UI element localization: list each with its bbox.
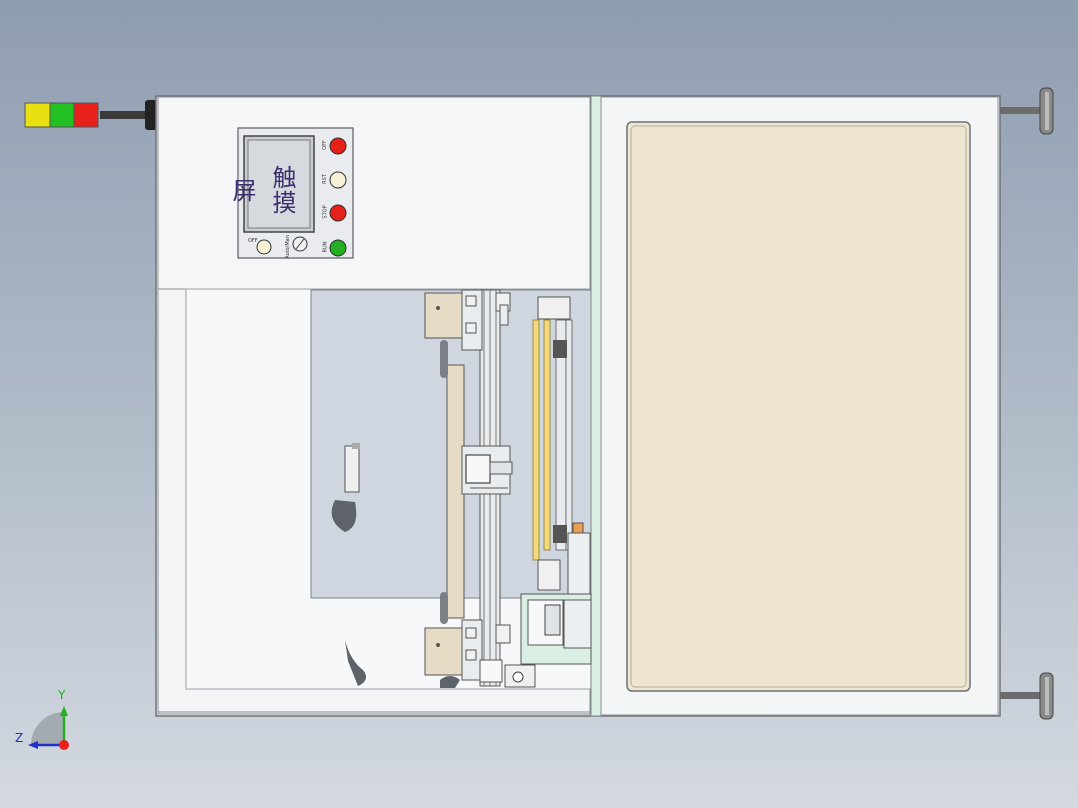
- signal-light-green: [49, 102, 75, 128]
- hmi-panel: [237, 127, 354, 259]
- panel-button-3: [329, 204, 347, 222]
- guard-glass-strip: [590, 95, 602, 717]
- door-window-panel: [626, 121, 971, 692]
- axis-z-label: Z: [15, 731, 24, 745]
- leveling-foot-top: [1000, 87, 1054, 135]
- coordinate-triad: [28, 706, 69, 750]
- knob-label: OFF: [248, 238, 258, 244]
- button-label-3: STOP: [322, 205, 329, 219]
- panel-button-4: [329, 239, 347, 257]
- guide-rods: [532, 296, 591, 599]
- leveling-foot-bottom: [1000, 672, 1054, 720]
- control-cabinet: [157, 96, 591, 290]
- panel-button-2: [329, 171, 347, 189]
- axis-y-label: Y: [58, 688, 66, 702]
- touch-screen-label: 触摸屏: [228, 165, 296, 215]
- motor-block: [504, 593, 592, 688]
- panel-button-1: [329, 137, 347, 155]
- button-label-1: OFF: [321, 140, 328, 150]
- signal-light-red: [73, 102, 99, 128]
- side-bracket: [331, 443, 360, 532]
- button-label-2: RST: [321, 174, 328, 184]
- linear-actuator: [424, 289, 513, 687]
- signal-light-yellow: [24, 102, 51, 128]
- selector-label: Auto/Man: [284, 235, 291, 259]
- signal-tower: [24, 100, 157, 130]
- cable-drag-chain: [345, 640, 460, 688]
- button-label-4: RUN: [322, 241, 329, 253]
- panel-knob-left: [256, 239, 272, 255]
